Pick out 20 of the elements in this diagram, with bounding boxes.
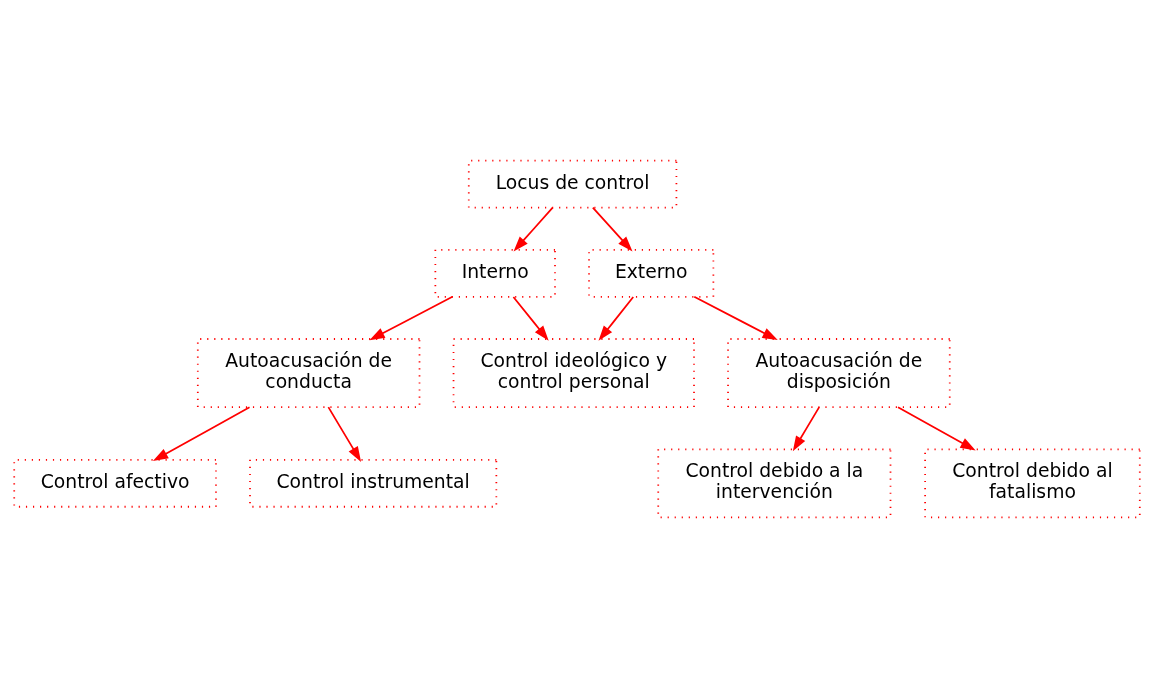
node-box: Interno xyxy=(434,248,556,298)
arrow xyxy=(512,296,549,341)
arrow xyxy=(513,206,554,252)
node-box: Control debido al fatalismo xyxy=(924,448,1141,519)
node-box: Autoacusación de conducta xyxy=(196,338,421,408)
arrow xyxy=(591,206,633,252)
node-box: Control instrumental xyxy=(249,458,498,508)
arrow xyxy=(598,296,635,341)
node-box: Autoacusación de disposición xyxy=(727,338,951,408)
node-box: Locus de control xyxy=(467,159,678,209)
arrow xyxy=(369,295,454,341)
node-box: Control ideológico y control personal xyxy=(452,338,695,408)
arrow xyxy=(327,406,362,462)
arrow xyxy=(897,406,976,451)
arrow xyxy=(152,406,251,462)
arrow xyxy=(792,406,821,452)
node-box: Externo xyxy=(588,248,715,298)
node-box: Control afectivo xyxy=(13,458,217,508)
arrow xyxy=(693,295,778,341)
node-box: Control debido a la intervención xyxy=(657,448,892,519)
